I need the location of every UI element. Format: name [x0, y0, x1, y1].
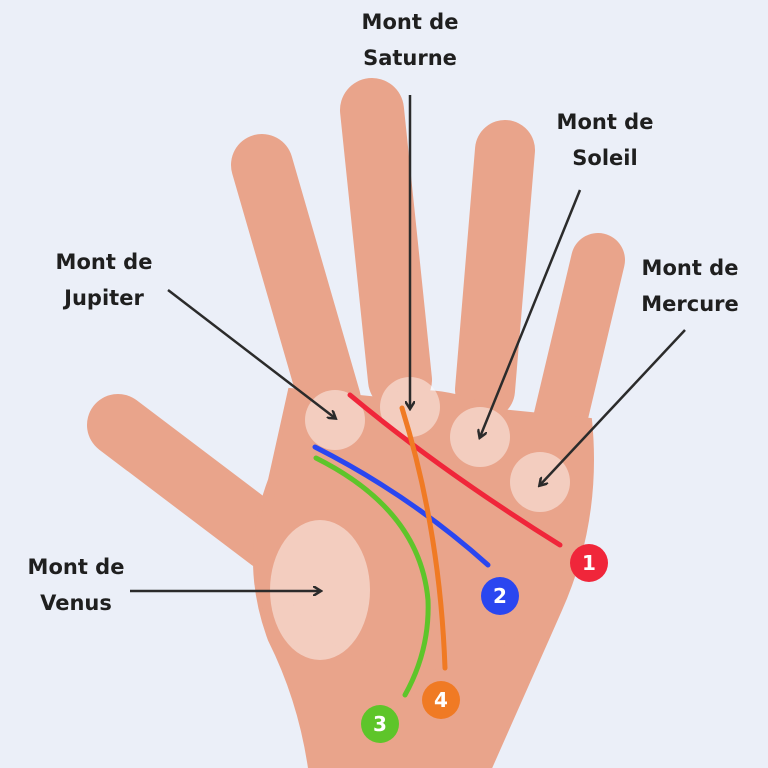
arrows — [130, 95, 686, 591]
label-line: Soleil — [572, 146, 638, 170]
badge-line-4: 4 — [422, 681, 460, 719]
palm-lines — [312, 392, 563, 698]
label-line: Mont de — [27, 555, 125, 579]
arrow-soleil — [480, 189, 582, 437]
badge-line-1: 1 — [570, 544, 608, 582]
label-saturne: Mont de Saturne — [362, 4, 459, 76]
badge-line-2: 2 — [481, 577, 519, 615]
label-line: Mont de — [641, 256, 739, 280]
line-4-fate — [399, 405, 448, 671]
label-soleil: Mont de Soleil — [557, 104, 654, 176]
label-line: Venus — [40, 591, 112, 615]
label-line: Mont de — [361, 10, 459, 34]
label-venus: Mont de Venus — [28, 549, 125, 621]
label-line: Saturne — [363, 46, 457, 70]
arrow-mercure — [540, 329, 686, 485]
label-mercure: Mont de Mercure — [641, 250, 739, 322]
label-line: Jupiter — [64, 286, 144, 310]
arrow-jupiter — [167, 289, 335, 418]
label-line: Mont de — [55, 250, 153, 274]
label-jupiter: Mont de Jupiter — [56, 244, 153, 316]
line-1-heart — [347, 392, 563, 548]
label-line: Mont de — [556, 110, 654, 134]
badge-line-3: 3 — [361, 705, 399, 743]
label-line: Mercure — [641, 292, 739, 316]
line-2-head — [312, 444, 491, 568]
line-3-life — [313, 455, 431, 698]
